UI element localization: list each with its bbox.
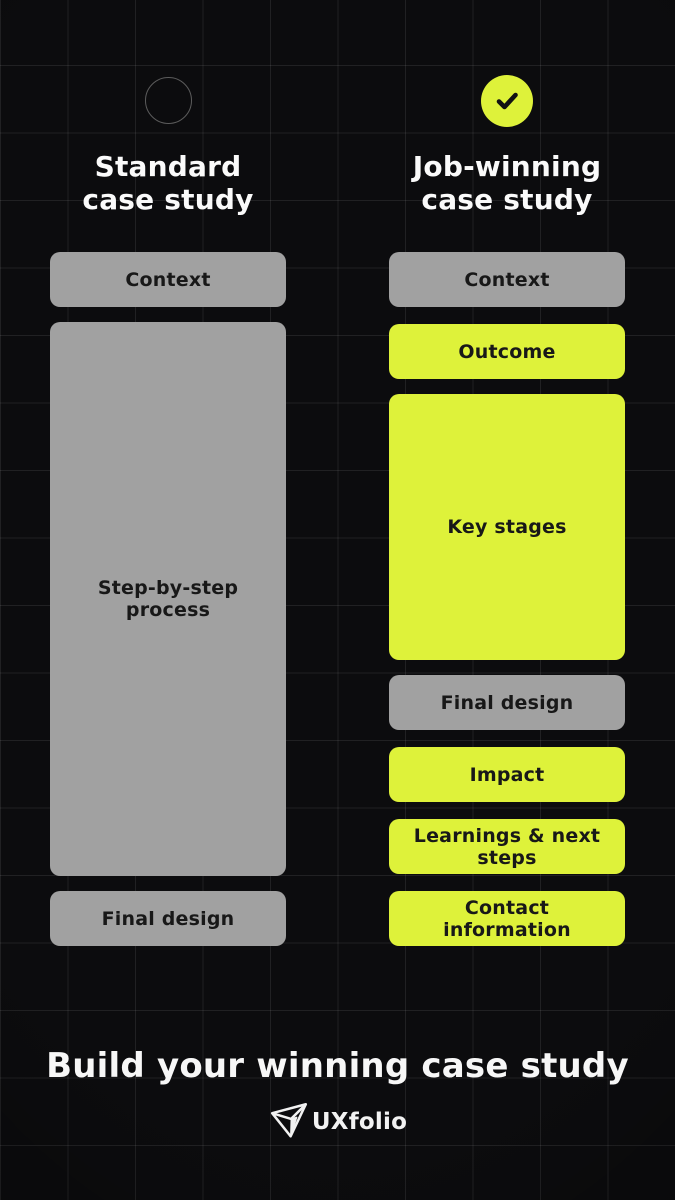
block-label: Key stages xyxy=(447,516,567,538)
empty-circle-icon xyxy=(144,77,192,124)
paper-plane-icon xyxy=(270,1102,307,1138)
title-line: Job-winning xyxy=(412,150,602,183)
block-outcome: Outcome xyxy=(389,324,625,379)
block-label: Final design xyxy=(440,691,574,714)
standard-column: Standard case study Context Step-by-step… xyxy=(50,0,286,1000)
block-impact: Impact xyxy=(389,747,625,802)
block-key-stages: Key stages xyxy=(389,394,625,660)
job-winning-marker xyxy=(389,75,625,127)
check-circle-icon xyxy=(481,75,533,127)
block-label: Outcome xyxy=(458,340,556,363)
title-line: Standard xyxy=(94,150,242,183)
block-label: Contact information xyxy=(443,896,571,941)
checkmark-icon xyxy=(496,92,518,110)
block-label: Step-by-step process xyxy=(97,577,239,621)
block-label: Learnings & next steps xyxy=(413,824,601,869)
block-label: Impact xyxy=(469,763,545,786)
footer-title: Build your winning case study xyxy=(46,1046,629,1086)
title-line: case study xyxy=(82,183,254,216)
title-line: case study xyxy=(421,183,593,216)
brand-lockup: UXfolio xyxy=(0,1102,675,1141)
standard-marker xyxy=(50,75,286,124)
block-label: Final design xyxy=(101,907,235,930)
block-label: Context xyxy=(464,268,550,291)
job-winning-column: Job-winning case study Context Outcome K… xyxy=(389,0,625,1000)
block-final-design: Final design xyxy=(389,675,625,730)
block-label: Context xyxy=(125,268,211,291)
block-context: Context xyxy=(389,252,625,307)
block-context: Context xyxy=(50,252,286,307)
block-step-by-step-process: Step-by-step process xyxy=(50,322,286,876)
job-winning-column-title: Job-winning case study xyxy=(369,150,645,216)
standard-column-title: Standard case study xyxy=(30,150,306,216)
block-final-design: Final design xyxy=(50,891,286,946)
block-contact-information: Contact information xyxy=(389,891,625,946)
block-learnings-next-steps: Learnings & next steps xyxy=(389,819,625,874)
brand-name: UXfolio xyxy=(311,1109,408,1135)
